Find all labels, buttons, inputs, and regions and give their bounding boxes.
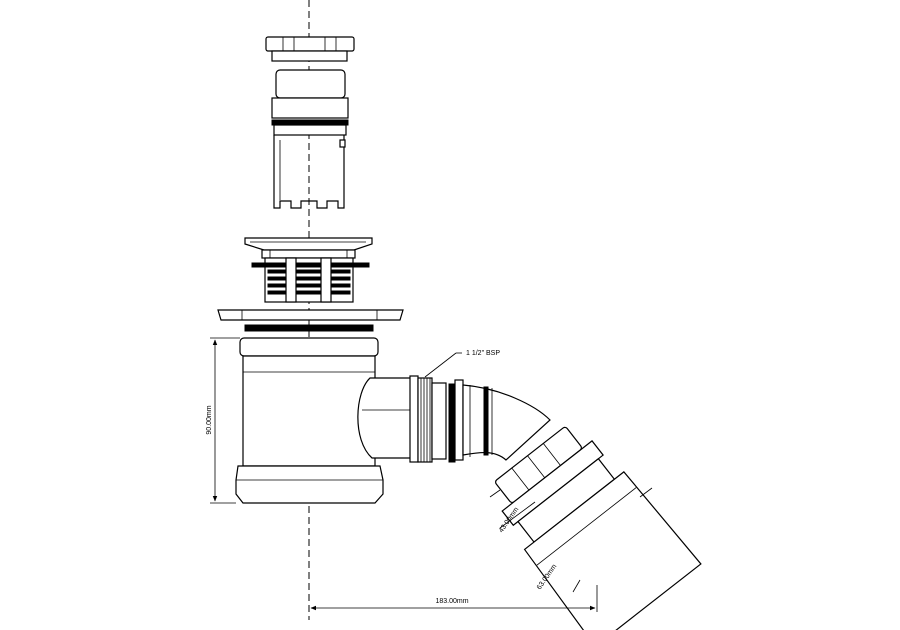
shower-tray xyxy=(217,309,404,321)
threaded-body xyxy=(251,257,370,303)
height-dim-label: 90.00mm xyxy=(206,405,213,434)
width-dimension: 183.00mm xyxy=(310,585,598,612)
height-dimension: 90.00mm xyxy=(206,337,240,504)
grate-cap xyxy=(265,36,355,62)
side-outlet xyxy=(357,375,464,463)
outlet-reducer xyxy=(495,426,702,630)
thread-label: 1 1/2" BSP xyxy=(466,350,500,357)
width-dim-label: 183.00mm xyxy=(435,598,468,605)
strainer-cartridge xyxy=(271,69,349,209)
sealing-washer xyxy=(244,324,374,332)
thread-callout: 1 1/2" BSP xyxy=(424,350,500,378)
waste-flange xyxy=(244,237,373,259)
angled-bend xyxy=(462,384,551,461)
trap-body xyxy=(235,337,384,504)
